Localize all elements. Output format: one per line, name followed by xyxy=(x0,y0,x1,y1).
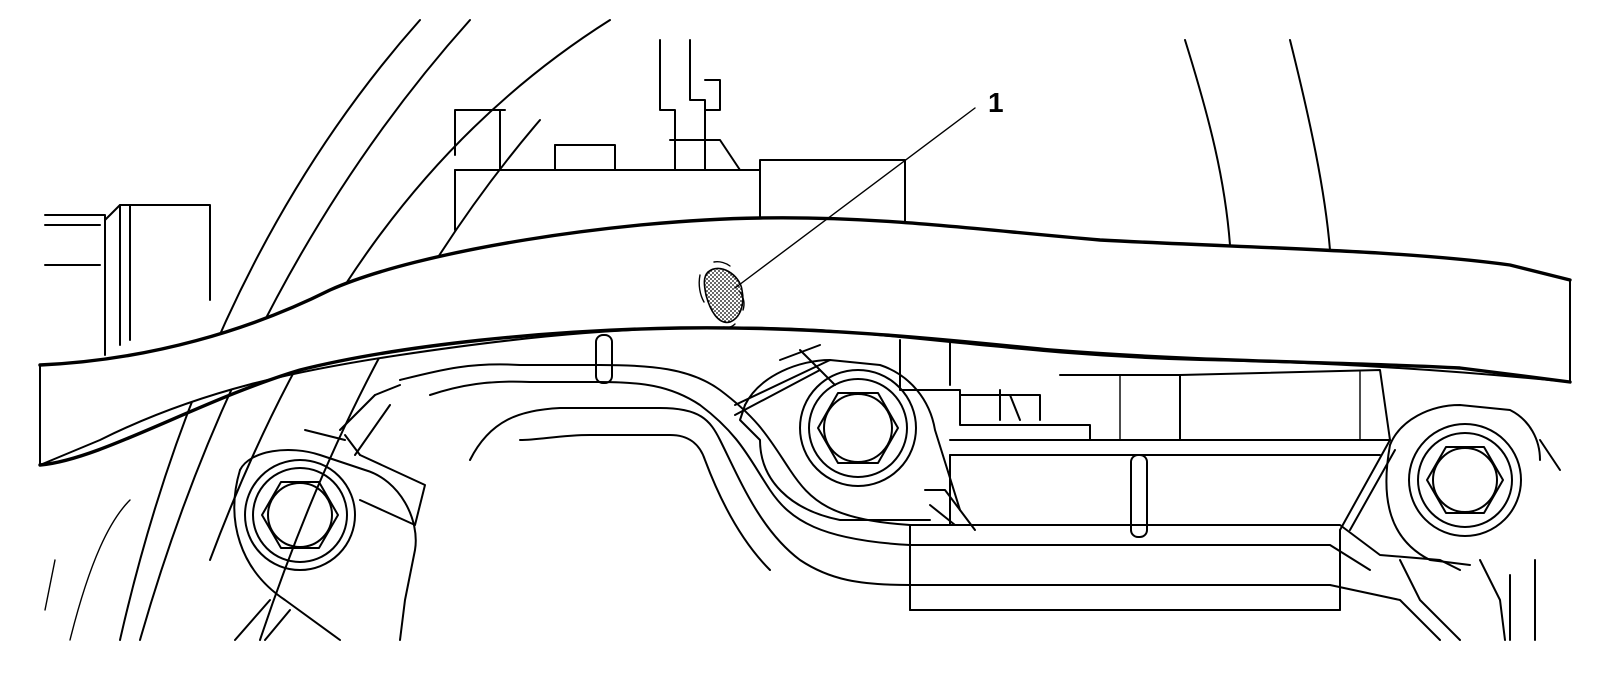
left-bolt xyxy=(244,459,356,571)
mid-right-housing xyxy=(899,339,1391,441)
callout-label-1: 1 xyxy=(988,87,1004,118)
highlighted-damage-spot xyxy=(698,261,745,329)
callout-leader-line xyxy=(734,107,976,289)
intake-manifold-lower-body xyxy=(399,363,1461,611)
middle-bolt xyxy=(799,369,917,487)
alignment-pins xyxy=(595,334,1148,538)
left-connector-block xyxy=(44,204,211,356)
callout-1: 1 xyxy=(734,87,1004,289)
middle-bolt-bracket xyxy=(734,344,976,531)
right-curved-housing xyxy=(1184,39,1331,251)
right-bolt xyxy=(1408,423,1522,537)
right-bolt-bracket xyxy=(1339,404,1561,641)
upper-hose-band xyxy=(38,216,1572,467)
left-curved-shroud xyxy=(44,19,611,641)
left-bolt-bracket xyxy=(233,384,426,641)
upper-bracket-assembly xyxy=(454,39,906,231)
lower-right-ribbing xyxy=(1329,559,1506,641)
